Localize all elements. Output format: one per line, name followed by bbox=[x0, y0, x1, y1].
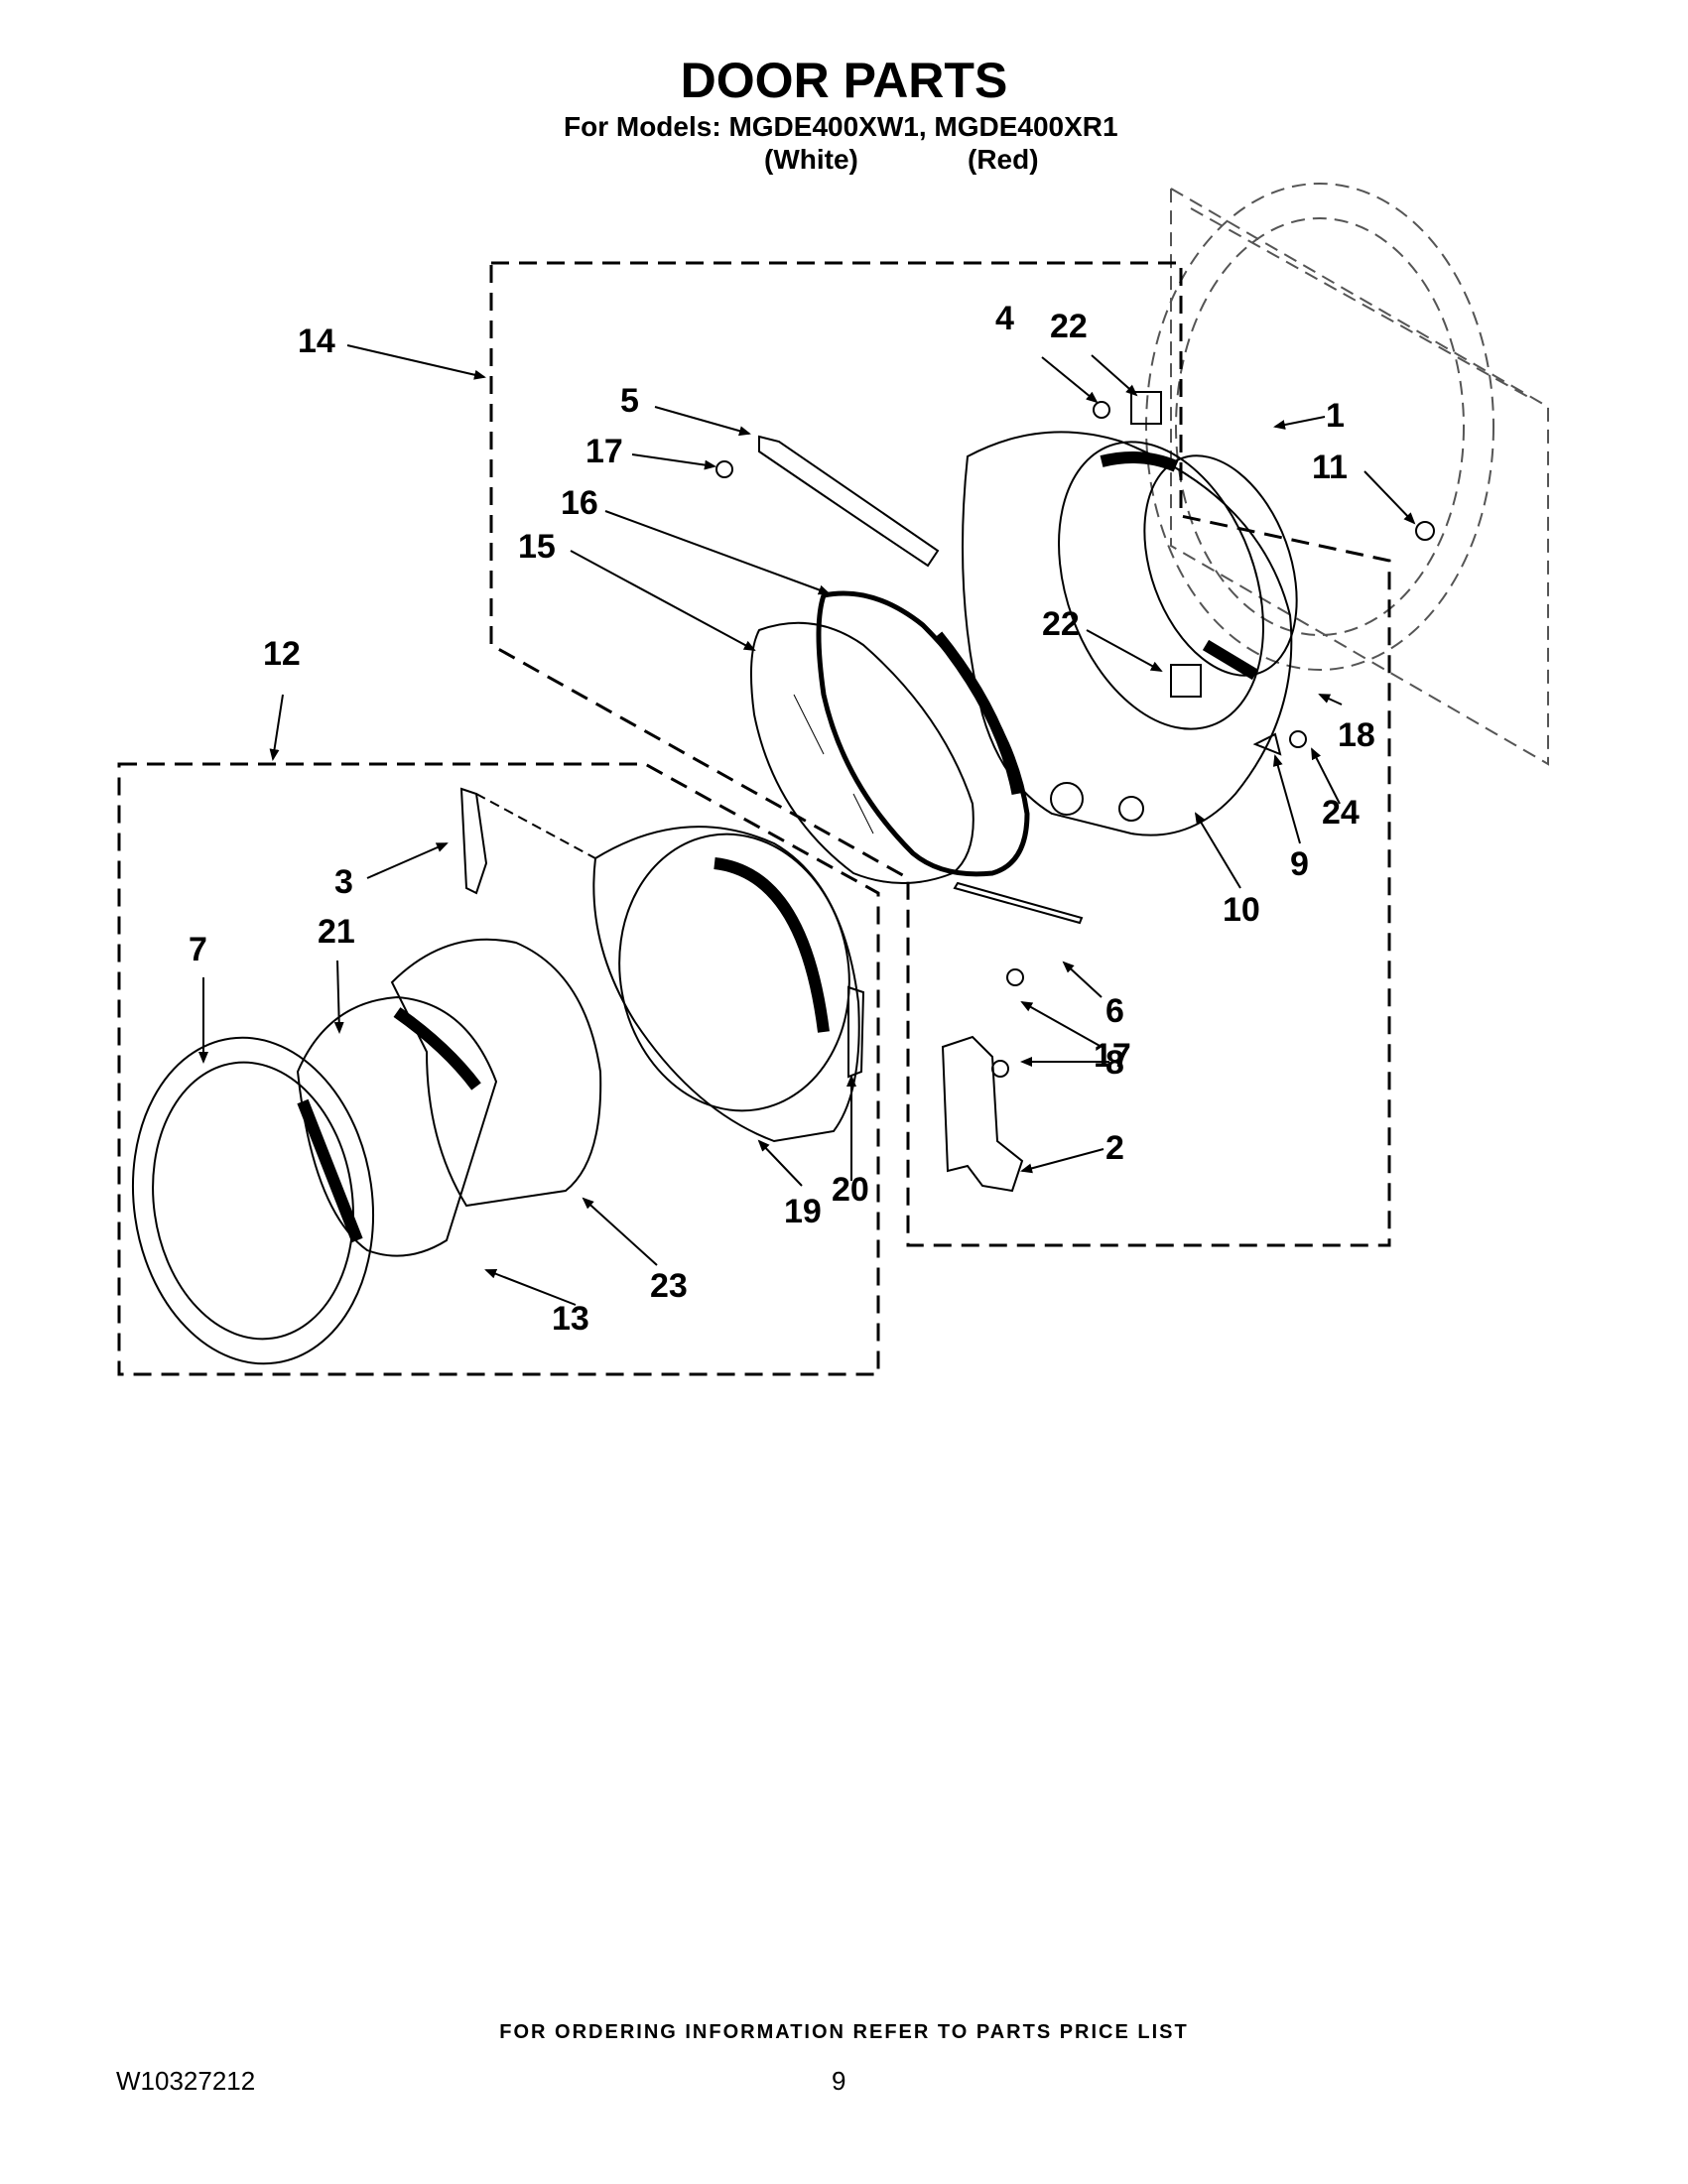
callout-1: 1 bbox=[1326, 397, 1345, 435]
callout-3: 3 bbox=[334, 863, 353, 901]
callout-2: 2 bbox=[1105, 1129, 1124, 1167]
group-12-boundary bbox=[117, 762, 880, 1376]
callout-22-mid: 22 bbox=[1042, 605, 1080, 643]
callout-arrows bbox=[198, 344, 1416, 1306]
page-number: 9 bbox=[832, 2066, 846, 2096]
ordering-note: FOR ORDERING INFORMATION REFER TO PARTS … bbox=[499, 2021, 1189, 2043]
callout-labels: 14 22 4 5 1 17 11 16 15 22 18 24 12 9 3 … bbox=[189, 300, 1375, 1338]
callout-17-upper: 17 bbox=[585, 433, 623, 470]
callout-4: 4 bbox=[995, 300, 1014, 337]
callout-16: 16 bbox=[561, 484, 598, 522]
callout-23: 23 bbox=[650, 1267, 688, 1305]
callout-14: 14 bbox=[298, 322, 335, 360]
callout-24: 24 bbox=[1322, 794, 1360, 832]
variant-white-label: (White) bbox=[764, 144, 858, 175]
callout-20: 20 bbox=[832, 1171, 869, 1209]
callout-5: 5 bbox=[620, 382, 639, 420]
document-number: W10327212 bbox=[116, 2066, 256, 2096]
callout-7: 7 bbox=[189, 931, 207, 968]
outer-door-assembly bbox=[131, 787, 865, 1365]
screws-and-strikes bbox=[715, 391, 1435, 1078]
hinge-bracket-5 bbox=[758, 435, 940, 568]
callout-11: 11 bbox=[1312, 449, 1348, 486]
models-line: For Models: MGDE400XW1, MGDE400XR1 bbox=[564, 111, 1118, 142]
page-title: DOOR PARTS bbox=[680, 53, 1008, 108]
callout-21: 21 bbox=[318, 913, 355, 951]
door-gasket bbox=[816, 590, 1030, 877]
cabinet-front-outline bbox=[1145, 183, 1549, 766]
variant-red-label: (Red) bbox=[968, 144, 1039, 175]
callout-13: 13 bbox=[552, 1300, 589, 1338]
callout-6: 6 bbox=[1105, 992, 1124, 1030]
door-glass bbox=[749, 621, 974, 884]
callout-9: 9 bbox=[1290, 845, 1309, 883]
door-latch bbox=[941, 1035, 1024, 1193]
group-14-boundary bbox=[489, 261, 1391, 1247]
callout-8: 8 bbox=[1105, 1044, 1124, 1082]
callout-17-lower: 17 bbox=[1094, 1037, 1131, 1075]
callout-22-top: 22 bbox=[1050, 308, 1088, 345]
callout-15: 15 bbox=[518, 528, 556, 566]
callout-18: 18 bbox=[1338, 716, 1375, 754]
callout-19: 19 bbox=[784, 1193, 822, 1230]
callout-10: 10 bbox=[1223, 891, 1260, 929]
callout-12: 12 bbox=[263, 635, 301, 673]
